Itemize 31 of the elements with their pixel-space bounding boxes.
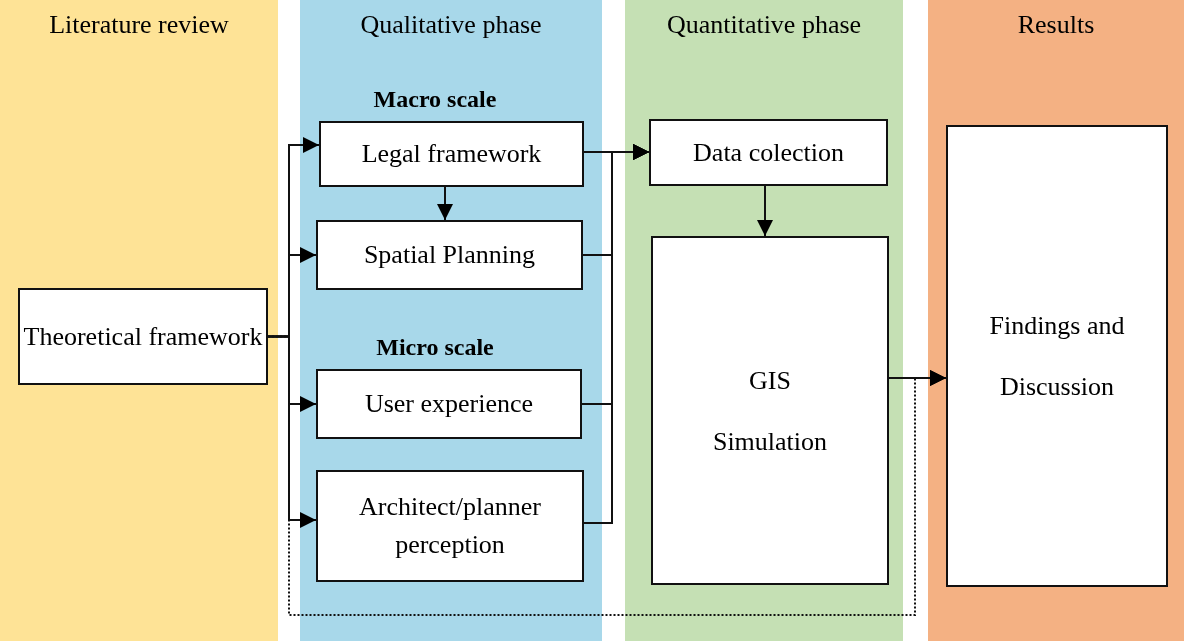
phase-band <box>0 0 278 641</box>
process-box <box>946 125 1168 587</box>
phase-band <box>300 0 602 641</box>
box-label: Legal framework <box>361 138 542 170</box>
phase-heading: Results <box>1016 9 1096 41</box>
arrow <box>583 144 650 524</box>
dotted-arrow <box>267 335 947 616</box>
process-box <box>649 119 888 186</box>
phase-heading: Quantitative phase <box>665 9 863 41</box>
arrow <box>757 185 773 237</box>
box-label: Findings and Discussion <box>988 310 1126 403</box>
box-label: GIS Simulation <box>711 364 829 458</box>
process-box <box>18 288 268 385</box>
process-box <box>651 236 889 585</box>
box-label: Architect/planner perception <box>358 491 542 561</box>
phase-band <box>928 0 1184 641</box>
process-box <box>316 369 582 439</box>
box-label: Spatial Planning <box>363 239 536 271</box>
arrow <box>267 335 317 528</box>
process-box <box>316 220 583 290</box>
box-label: User experience <box>364 388 534 420</box>
box-label: Theoretical framework <box>23 320 263 353</box>
phase-heading: Qualitative phase <box>359 9 543 41</box>
process-box <box>316 470 584 582</box>
process-box <box>319 121 584 187</box>
phase-heading: Literature review <box>48 9 230 41</box>
arrow <box>437 186 453 221</box>
phase-band <box>625 0 903 641</box>
scale-heading: Macro scale <box>373 86 497 113</box>
scale-heading: Micro scale <box>376 334 494 361</box>
box-label: Data colection <box>693 136 844 169</box>
